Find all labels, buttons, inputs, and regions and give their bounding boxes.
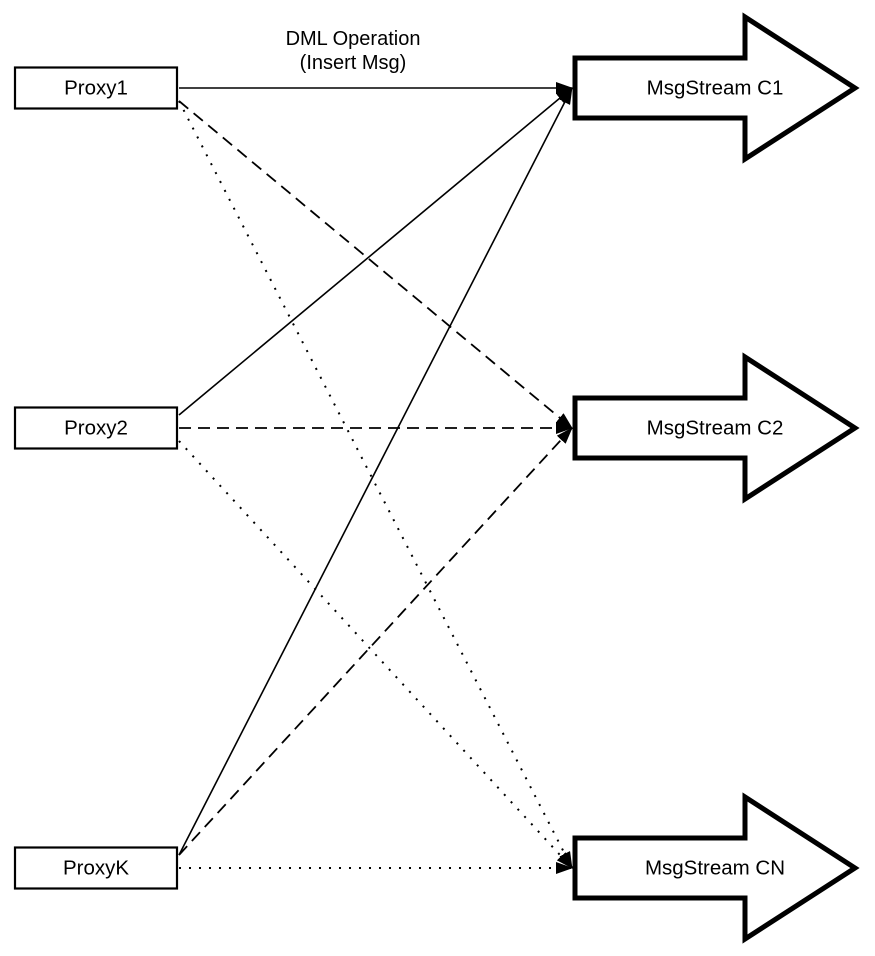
stream-arrow-shape xyxy=(572,12,860,164)
proxy-box xyxy=(13,406,179,450)
stream-label: MsgStream C2 xyxy=(647,417,784,440)
edge-proxyk-c2 xyxy=(178,427,573,856)
edge-proxy1-cn xyxy=(178,100,573,869)
stream-node-c2: MsgStream C2 xyxy=(572,352,860,504)
edge-label-dml-operation: DML Operation (Insert Msg) xyxy=(286,28,421,74)
proxy-box xyxy=(13,66,179,110)
stream-arrow-shape xyxy=(572,352,860,504)
proxy-label: Proxy1 xyxy=(64,77,128,100)
proxy-label: Proxy2 xyxy=(64,417,128,440)
stream-label: MsgStream C1 xyxy=(647,77,784,100)
proxy-box xyxy=(13,846,179,890)
proxy-label: ProxyK xyxy=(63,857,129,880)
stream-arrow-shape xyxy=(572,792,860,944)
edge-proxy1-c2 xyxy=(178,100,573,429)
edge-proxy2-c1 xyxy=(178,87,573,416)
proxy-node-proxy1: Proxy1 xyxy=(13,66,179,110)
stream-node-c1: MsgStream C1 xyxy=(572,12,860,164)
stream-node-cn: MsgStream CN xyxy=(572,792,860,944)
edges-layer xyxy=(178,82,573,874)
proxy-node-proxyk: ProxyK xyxy=(13,846,179,890)
stream-label: MsgStream CN xyxy=(645,857,785,880)
edge-proxy2-cn xyxy=(178,440,573,869)
edge-label-line1: DML Operation xyxy=(286,28,421,50)
edge-proxyk-c1 xyxy=(178,87,573,856)
edge-label-line2: (Insert Msg) xyxy=(300,52,407,74)
proxy-node-proxy2: Proxy2 xyxy=(13,406,179,450)
